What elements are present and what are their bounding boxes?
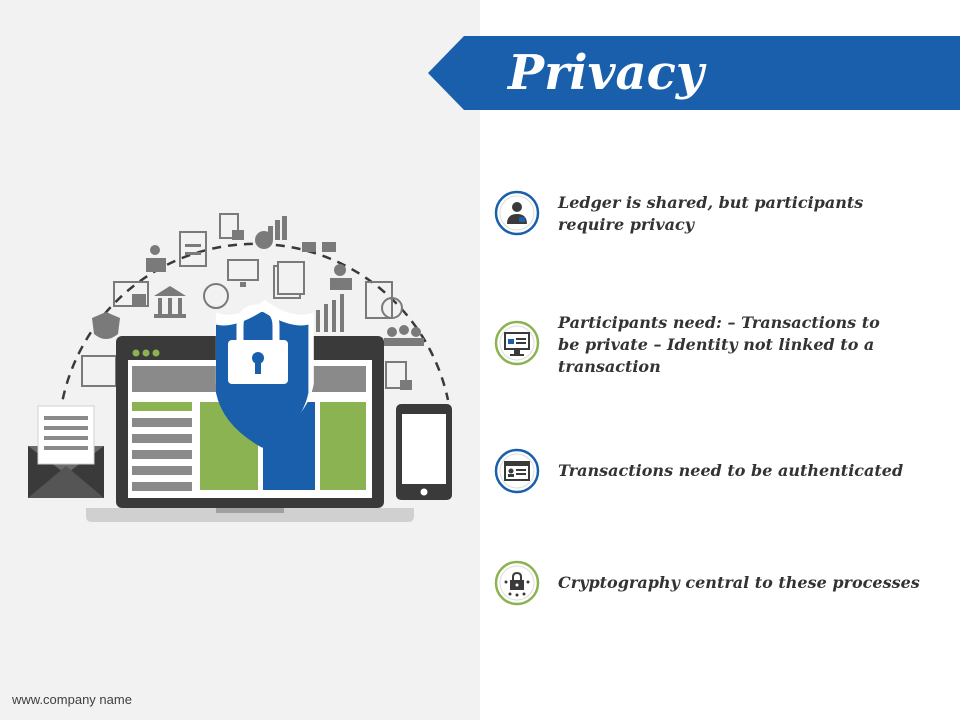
list-item-2: Participants need: – Transactions to be … xyxy=(494,313,954,376)
envelope-icon xyxy=(28,405,104,498)
list-item-3: Transactions need to be authenticated xyxy=(494,448,954,494)
list-item-text: Participants need: – Transactions to be … xyxy=(558,313,880,376)
circuit-lock-icon xyxy=(494,560,540,606)
shield-small-icon xyxy=(92,312,120,339)
phone-icon xyxy=(396,404,452,500)
shield-lock-icon xyxy=(215,300,314,448)
group-icon xyxy=(384,325,424,346)
finance-icons-cluster xyxy=(81,213,424,390)
id-card-icon xyxy=(494,448,540,494)
user-badge-icon xyxy=(494,190,540,236)
footer-website: www.company name xyxy=(12,692,132,707)
phone-transfer-icon xyxy=(179,231,207,267)
list-item-text: Transactions need to be authenticated xyxy=(558,461,904,480)
document-lock-icon xyxy=(219,213,244,240)
bar-chart-icon xyxy=(268,216,287,240)
pie-chart-icon xyxy=(255,231,273,249)
money-box-icon xyxy=(365,281,403,319)
document-lock-right-icon xyxy=(385,361,412,390)
chart-board-icon xyxy=(81,355,117,387)
documents-stack-icon xyxy=(273,261,305,299)
people-icon xyxy=(146,245,166,272)
monitor-chart-icon xyxy=(227,259,259,287)
title-banner: Privacy xyxy=(428,36,960,110)
list-item-text: Ledger is shared, but participants requi… xyxy=(558,193,864,234)
bank-icon xyxy=(154,286,186,318)
dashed-arc xyxy=(58,242,450,416)
team-icon xyxy=(330,264,352,290)
bitcoin-icon xyxy=(203,283,229,309)
list-item-4: Cryptography central to these processes xyxy=(494,560,954,606)
page-title: Privacy xyxy=(508,45,704,101)
monitor-lock-icon xyxy=(494,320,540,366)
security-illustration xyxy=(28,213,452,522)
list-item-1: Ledger is shared, but participants requi… xyxy=(494,190,954,236)
calculator-icon xyxy=(113,281,149,307)
bank-exchange-icon xyxy=(302,242,336,252)
growth-chart-icon xyxy=(316,294,344,332)
list-item-text: Cryptography central to these processes xyxy=(558,573,920,592)
